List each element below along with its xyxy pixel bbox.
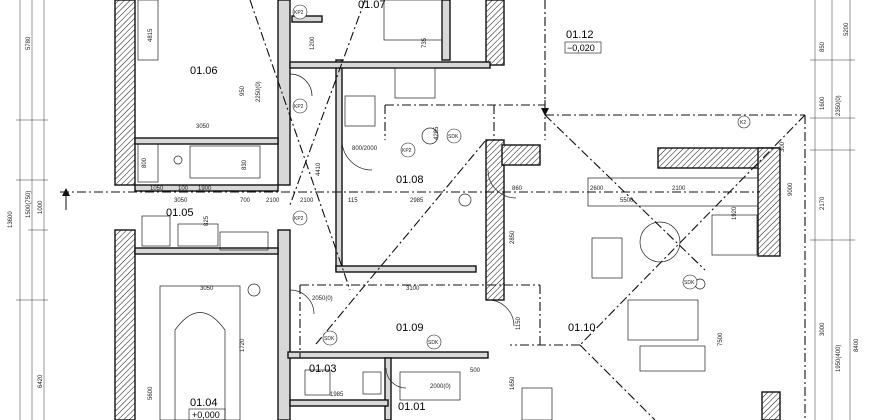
dim-1950: 1950(400) — [836, 345, 842, 372]
dimension-labels: 3050 4815 950 2250(0) 1050 100 1900 3050… — [142, 28, 794, 400]
tag-kp2-d: KP2 — [294, 216, 304, 222]
dim-4285: 4285 — [434, 126, 440, 140]
dim-2170: 2170 — [820, 196, 826, 210]
dim-2000-0: 2000(0) — [430, 384, 451, 390]
room-0109-label: 01.09 — [396, 322, 424, 334]
dim-9000: 9000 — [788, 182, 794, 196]
door-swings — [289, 73, 517, 389]
room-0107-label: 01.07 — [358, 0, 386, 11]
dim-1500: 1500(750) — [26, 191, 32, 218]
dim-5500: 5500 — [620, 198, 634, 204]
tag-sdk-c: SDK — [324, 336, 335, 342]
dim-1600: 1600 — [820, 96, 826, 110]
dim-850: 850 — [820, 41, 826, 52]
dim-3050-a: 3050 — [196, 124, 210, 130]
room-0112-level: −0,020 — [567, 43, 595, 53]
room-0112-label: 01.12 — [566, 29, 594, 41]
tag-k2: K2 — [740, 120, 746, 126]
dim-300: 300 — [780, 141, 786, 152]
level-box-0112 — [564, 41, 602, 54]
dim-1150: 1150 — [516, 316, 522, 330]
dim-1900: 1900 — [198, 186, 212, 192]
dim-2100-b: 2100 — [300, 198, 314, 204]
room-0106-label: 01.06 — [190, 65, 218, 77]
dim-800-2000: 800/2000 — [352, 146, 378, 152]
room-0108-label: 01.08 — [396, 174, 424, 186]
dim-100: 100 — [178, 186, 189, 192]
level-box-0104 — [188, 408, 226, 420]
dim-2100-a: 2100 — [266, 198, 280, 204]
dim-2100-c: 2100 — [672, 186, 686, 192]
dim-2250: 2250(0) — [256, 81, 262, 102]
room-0103-label: 01.03 — [309, 363, 337, 375]
dim-8400: 8400 — [854, 338, 860, 352]
tag-sdk-d: SDK — [428, 340, 439, 346]
dim-3050-c: 3050 — [200, 286, 214, 292]
section-arrow-right-icon — [541, 108, 549, 116]
room-0101-label: 01.01 — [398, 401, 426, 413]
room-0110-label: 01.10 — [568, 322, 596, 334]
dim-800: 800 — [142, 157, 148, 168]
dim-5780: 5780 — [26, 36, 32, 50]
dim-1720: 1720 — [240, 338, 246, 352]
dim-3000: 3000 — [820, 322, 826, 336]
dim-2350: 2350(0) — [836, 95, 842, 116]
dim-860: 860 — [512, 186, 523, 192]
dim-2985: 2985 — [410, 198, 424, 204]
room-labels: 01.07 01.06 01.12 −0,020 01.08 01.05 01.… — [166, 0, 602, 420]
tag-kp2-c: KP2 — [402, 148, 412, 154]
dim-3050-b: 3050 — [174, 198, 188, 204]
dim-5200: 5200 — [844, 22, 850, 36]
tag-kp2-a: KP2 — [294, 10, 304, 16]
dim-4815: 4815 — [148, 28, 154, 42]
dash-dot-lines — [60, 0, 806, 420]
room-0105-label: 01.05 — [166, 207, 194, 219]
tag-sdk-b: SDK — [684, 280, 695, 286]
left-dimension-chain: 5780 13600 1500(750) 1000 6420 — [8, 0, 48, 420]
dim-830: 830 — [242, 159, 248, 170]
dim-735: 735 — [422, 37, 428, 48]
dim-2050: 2050(0) — [312, 296, 333, 302]
dim-700: 700 — [240, 198, 251, 204]
dim-7500: 7500 — [718, 332, 724, 346]
dim-13600: 13600 — [8, 211, 14, 228]
element-tags: KP2 KP2 KP2 KP2 K2 SDK SDK SDK SDK — [292, 4, 751, 350]
exterior-walls — [114, 0, 781, 420]
dim-4410: 4410 — [316, 162, 322, 176]
right-dimension-chain: 850 5200 1600 2350(0) 2170 3000 1950(400… — [810, 0, 860, 420]
dim-6420: 6420 — [38, 374, 44, 388]
dim-1000: 1000 — [38, 200, 44, 214]
dim-2600: 2600 — [590, 186, 604, 192]
room-0104-label: 01.04 — [190, 397, 218, 409]
tag-kp2-b: KP2 — [294, 104, 304, 110]
dim-5600: 5600 — [148, 386, 154, 400]
dim-1920: 1920 — [732, 206, 738, 220]
dim-1200: 1200 — [310, 36, 316, 50]
dim-2850: 2850 — [510, 230, 516, 244]
tag-sdk-a: SDK — [448, 134, 459, 140]
section-arrow-left-icon — [62, 188, 70, 196]
dim-950: 950 — [240, 85, 246, 96]
dim-115: 115 — [348, 198, 358, 204]
dim-500: 500 — [470, 368, 481, 374]
section-markers — [62, 100, 549, 210]
dim-1650: 1650 — [510, 376, 516, 390]
dim-3100: 3100 — [406, 286, 420, 292]
room-0104-level: +0,000 — [192, 410, 220, 420]
dim-1985: 1985 — [330, 392, 344, 398]
dim-1050: 1050 — [150, 186, 164, 192]
dim-825: 825 — [204, 215, 210, 226]
